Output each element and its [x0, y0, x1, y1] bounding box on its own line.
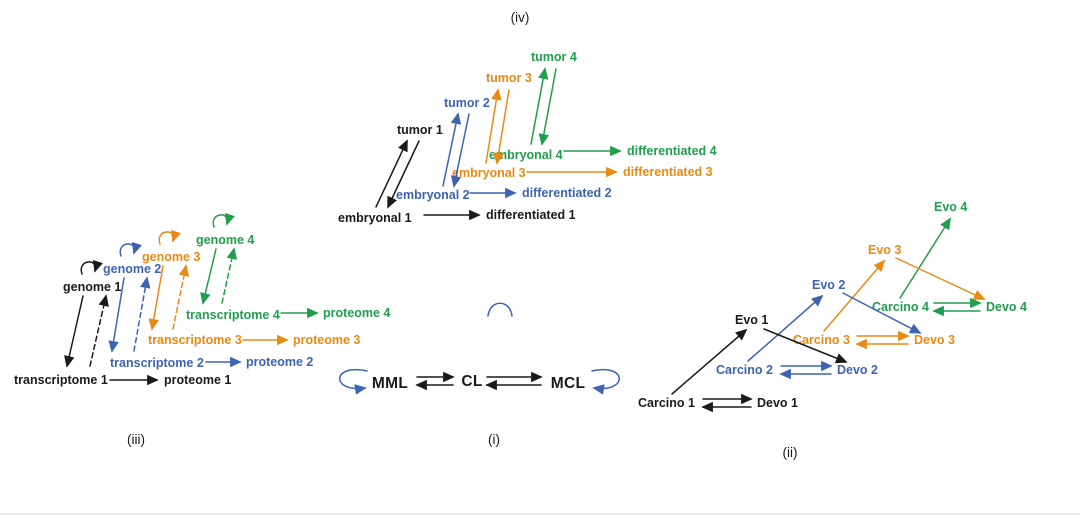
label-differentiated-4: differentiated 4: [627, 144, 717, 158]
arrow-genome1-transcriptome1: [64, 295, 84, 368]
arrow-carcino2-evo2: [747, 294, 824, 362]
arrow-evo2-devo3: [842, 292, 922, 334]
arrow-genome4-transcriptome4: [200, 248, 217, 305]
arrow-embryonal4-tumor4: [530, 67, 549, 145]
label-differentiated-1: differentiated 1: [486, 208, 576, 222]
panel-i: (i) MML CL MCL: [339, 302, 620, 447]
label-mcl: MCL: [551, 375, 585, 392]
label-transcriptome-4: transcriptome 4: [186, 308, 280, 322]
label-genome-1: genome 1: [63, 280, 121, 294]
label-transcriptome-1: transcriptome 1: [14, 373, 108, 387]
label-devo-3: Devo 3: [914, 333, 955, 347]
label-genome-4: genome 4: [196, 233, 254, 247]
arrow-embryonal2-tumor2: [442, 112, 462, 187]
genome1-self-loop-arrow: [80, 259, 103, 275]
arrow-tumor2-embryonal2: [450, 113, 470, 188]
arrow-genome2-transcriptome2: [108, 277, 125, 353]
label-tumor-3: tumor 3: [486, 71, 532, 85]
label-tumor-1: tumor 1: [397, 123, 443, 137]
label-genome-2: genome 2: [103, 262, 161, 276]
arrow-embryonal1-tumor1: [375, 139, 408, 208]
arrow-tumor1-embryonal1: [387, 140, 420, 209]
label-mml: MML: [372, 375, 408, 392]
cl-top-arc: [487, 302, 513, 317]
label-evo-4: Evo 4: [934, 200, 967, 214]
label-devo-1: Devo 1: [757, 396, 798, 410]
label-differentiated-3: differentiated 3: [623, 165, 713, 179]
label-evo-2: Evo 2: [812, 278, 845, 292]
label-tumor-2: tumor 2: [444, 96, 490, 110]
label-proteome-3: proteome 3: [293, 333, 360, 347]
label-evo-1: Evo 1: [735, 313, 768, 327]
label-proteome-4: proteome 4: [323, 306, 390, 320]
label-differentiated-2: differentiated 2: [522, 186, 612, 200]
arrow-tumor3-embryonal3: [493, 89, 510, 165]
mml-self-loop-arrow: [339, 368, 368, 395]
panel-ii: (ii) Evo 1 Evo 2 Evo 3 Evo 4 Carcino 1 C…: [638, 200, 1027, 460]
label-carcino-1: Carcino 1: [638, 396, 695, 410]
arrow-carcino4-evo4: [899, 217, 951, 299]
panel-iii-label: (iii): [127, 432, 145, 447]
label-embryonal-1: embryonal 1: [338, 211, 412, 225]
arrow-genome3-transcriptome3: [148, 265, 164, 331]
label-devo-2: Devo 2: [837, 363, 878, 377]
genome2-self-loop-arrow: [119, 241, 142, 257]
arrow-embryonal3-tumor3: [485, 88, 502, 164]
arrow-transcriptome1-genome1-dashed: [89, 294, 109, 367]
arrow-evo3-devo4: [895, 257, 986, 300]
arrow-carcino3-evo3: [823, 259, 886, 332]
arrow-transcriptome3-genome3-dashed: [172, 264, 190, 330]
panel-iii: (iii) genome 1 genome 2 genome 3 genome …: [14, 212, 390, 447]
label-cl: CL: [461, 373, 482, 390]
panel-iv-label: (iv): [511, 10, 530, 25]
label-transcriptome-3: transcriptome 3: [148, 333, 242, 347]
label-evo-3: Evo 3: [868, 243, 901, 257]
panel-ii-label: (ii): [783, 445, 798, 460]
arrow-transcriptome2-genome2-dashed: [133, 276, 151, 352]
label-carcino-4: Carcino 4: [872, 300, 929, 314]
label-tumor-4: tumor 4: [531, 50, 577, 64]
panel-i-label: (i): [488, 432, 500, 447]
label-embryonal-4: embryonal 4: [489, 148, 563, 162]
label-transcriptome-2: transcriptome 2: [110, 356, 204, 370]
label-embryonal-2: embryonal 2: [396, 188, 470, 202]
label-proteome-2: proteome 2: [246, 355, 313, 369]
label-genome-3: genome 3: [142, 250, 200, 264]
label-carcino-2: Carcino 2: [716, 363, 773, 377]
label-proteome-1: proteome 1: [164, 373, 231, 387]
arrow-tumor4-embryonal4: [538, 68, 557, 146]
arrow-carcino1-evo1: [671, 328, 748, 395]
genome3-self-loop-arrow: [158, 229, 181, 245]
mcl-self-loop-arrow: [591, 368, 620, 395]
arrow-evo1-devo2: [763, 328, 848, 364]
panel-iv: (iv) tumor 1 tumor 2 tumor 3 tumor 4 emb…: [338, 10, 717, 225]
label-carcino-3: Carcino 3: [793, 333, 850, 347]
arrow-transcriptome4-genome4-dashed: [221, 247, 237, 304]
label-embryonal-3: embryonal 3: [452, 166, 526, 180]
genome4-self-loop-arrow: [212, 212, 235, 228]
label-devo-4: Devo 4: [986, 300, 1027, 314]
